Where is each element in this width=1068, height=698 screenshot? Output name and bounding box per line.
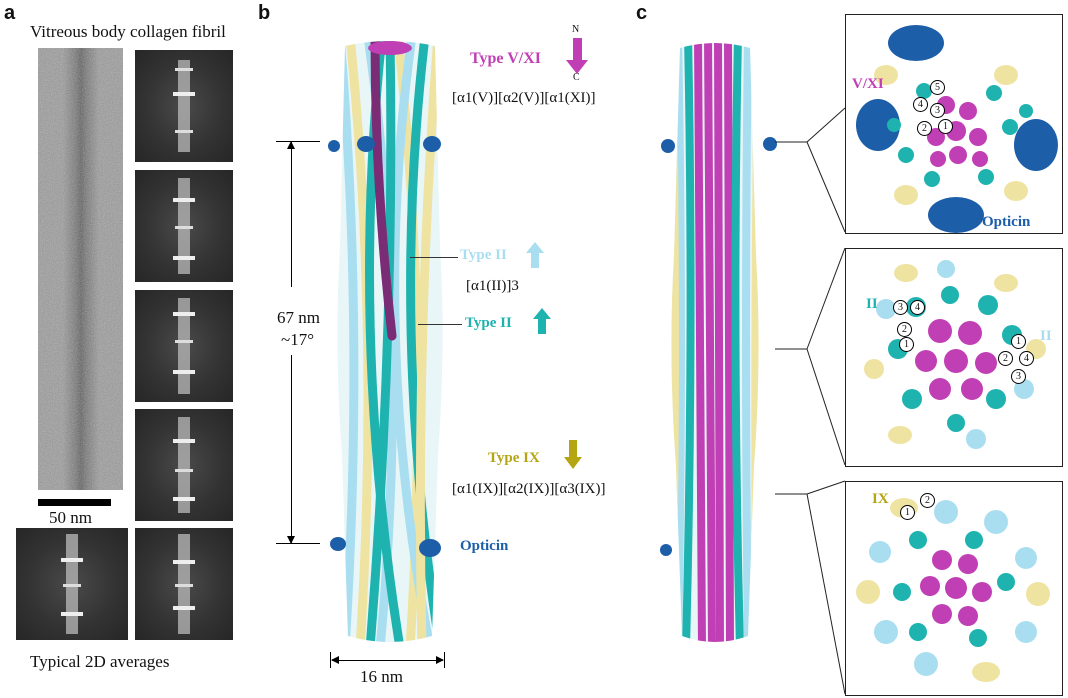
cross-section-top bbox=[845, 14, 1063, 234]
type-vxi-arrow-down bbox=[566, 60, 588, 74]
label-ix: IX bbox=[872, 491, 889, 507]
type-vxi-label: Type V/XI bbox=[470, 50, 541, 67]
arrow-n-label: N bbox=[572, 24, 580, 35]
width-label: 16 nm bbox=[360, 667, 403, 686]
cross-section-bottom bbox=[845, 481, 1063, 696]
label-ii-right: II bbox=[1040, 328, 1052, 344]
2d-average-tile bbox=[135, 528, 233, 640]
number-badge: 4 bbox=[910, 300, 925, 315]
number-badge: 3 bbox=[1011, 369, 1026, 384]
fibril-model-b bbox=[320, 36, 460, 648]
em-noise bbox=[38, 48, 123, 490]
2d-average-tile bbox=[135, 170, 233, 282]
dimension-line-lower bbox=[291, 355, 292, 543]
width-tick-left bbox=[330, 652, 331, 668]
number-badge: 4 bbox=[913, 97, 928, 112]
dimension-tick-bottom bbox=[276, 543, 320, 544]
type-ix-arrow-shaft bbox=[569, 440, 577, 458]
dimension-tick-top bbox=[276, 141, 320, 142]
label-vxi: V/XI bbox=[852, 76, 884, 92]
label-opticin-c: Opticin bbox=[982, 214, 1031, 230]
panel-c-letter: c bbox=[636, 2, 648, 24]
2d-average-tile bbox=[135, 409, 233, 521]
type-vxi-arrow-shaft bbox=[573, 38, 582, 62]
section-connectors bbox=[775, 107, 846, 695]
em-micrograph bbox=[38, 48, 123, 490]
2d-average-tile bbox=[135, 50, 233, 162]
width-tick-right bbox=[444, 652, 445, 668]
number-badge: 1 bbox=[1011, 334, 1026, 349]
type-ii-light-label: Type II bbox=[460, 247, 507, 263]
dimension-arrow-down bbox=[287, 536, 295, 544]
scale-bar bbox=[38, 499, 111, 506]
number-badge: 3 bbox=[930, 103, 945, 118]
number-badge: 2 bbox=[998, 351, 1013, 366]
number-badge: 4 bbox=[1019, 351, 1034, 366]
number-badge: 2 bbox=[897, 322, 912, 337]
leader-type-ii-light bbox=[410, 257, 458, 258]
width-line bbox=[332, 660, 443, 661]
fibril-model-c bbox=[650, 36, 780, 648]
period-label: 67 nm bbox=[277, 308, 320, 327]
number-badge: 3 bbox=[893, 300, 908, 315]
number-badge: 5 bbox=[930, 80, 945, 95]
width-arrow-left bbox=[331, 656, 339, 664]
number-badge: 1 bbox=[938, 119, 953, 134]
width-arrow-right bbox=[436, 656, 444, 664]
number-badge: 1 bbox=[900, 505, 915, 520]
arrow-c-label: C bbox=[573, 72, 580, 83]
angle-label: ~17° bbox=[281, 330, 314, 349]
type-ix-label: Type IX bbox=[488, 450, 540, 466]
type-ix-arrow-down bbox=[564, 457, 582, 469]
type-ii-formula: [α1(II)]3 bbox=[466, 278, 519, 294]
leader-type-ii-dark bbox=[418, 324, 462, 325]
panel-a-title: Vitreous body collagen fibril bbox=[30, 22, 226, 41]
number-badge: 2 bbox=[920, 493, 935, 508]
type-ii-light-arrow-shaft bbox=[531, 252, 539, 268]
number-badge: 2 bbox=[917, 121, 932, 136]
scale-bar-label: 50 nm bbox=[49, 508, 92, 527]
dimension-line-upper bbox=[291, 142, 292, 287]
averages-caption: Typical 2D averages bbox=[30, 652, 170, 671]
opticin-blob bbox=[328, 140, 340, 152]
type-ii-dark-arrow-head bbox=[533, 308, 551, 319]
panel-a-letter: a bbox=[4, 2, 16, 24]
type-vxi-formula: [α1(V)][α2(V)][α1(XI)] bbox=[452, 90, 596, 106]
label-ii-left: II bbox=[866, 296, 878, 312]
type-ii-light-arrow-head bbox=[526, 242, 544, 253]
dimension-arrow-up bbox=[287, 141, 295, 149]
type-ii-dark-arrow-shaft bbox=[538, 318, 546, 334]
type-ix-formula: [α1(IX)][α2(IX)][α3(IX)] bbox=[452, 481, 606, 497]
2d-average-tile bbox=[135, 290, 233, 402]
opticin-label: Opticin bbox=[460, 538, 509, 554]
number-badge: 1 bbox=[899, 337, 914, 352]
2d-average-tile bbox=[16, 528, 128, 640]
type-ii-dark-label: Type II bbox=[465, 315, 512, 331]
panel-b-letter: b bbox=[258, 2, 271, 24]
